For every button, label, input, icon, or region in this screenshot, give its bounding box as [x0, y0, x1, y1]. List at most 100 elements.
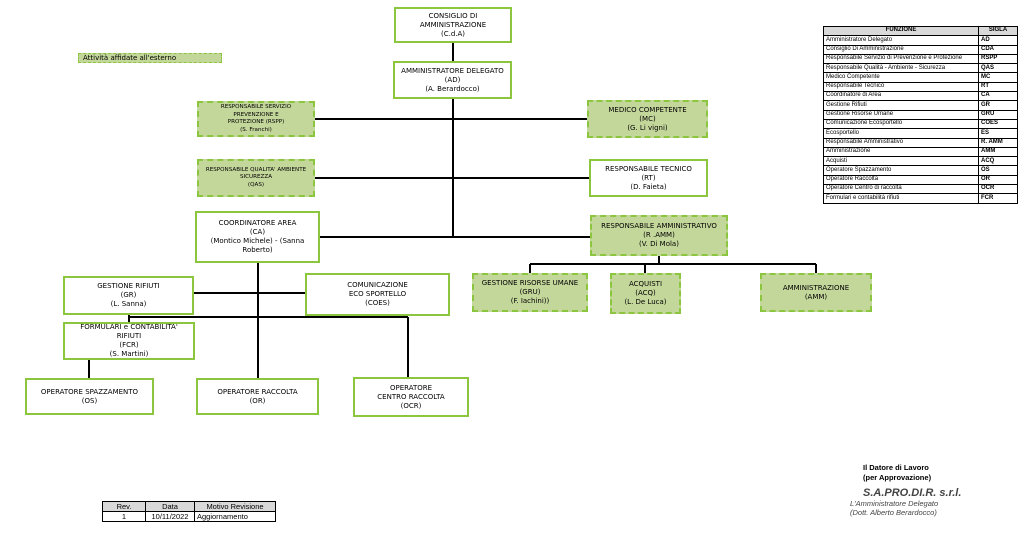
function-code: RSPP [978, 53, 1018, 65]
function-code: RT [978, 81, 1018, 93]
function-code: OR [978, 174, 1018, 186]
node-rt-line1: RESPONSABILE TECNICO [605, 164, 692, 173]
node-mc-line3: (G. Li vigni) [627, 123, 668, 132]
node-gr-line3: (L. Sanna) [110, 300, 147, 308]
node-ramm-line2: (R .AMM) [643, 231, 675, 239]
function-code: ES [978, 128, 1018, 139]
node-fcr: FORMULARI e CONTABILITA' RIFIUTI (FCR) (… [63, 322, 195, 360]
node-gr-line2: (GR) [120, 291, 137, 299]
node-coes-line3: (COES) [365, 299, 390, 307]
node-rt-line2: (RT) [641, 173, 656, 182]
node-amm-line1: AMMINISTRAZIONE [782, 283, 850, 292]
rev-header: Rev. [102, 501, 146, 512]
node-ca: COORDINATORE AREA (CA) (Montico Michele)… [195, 211, 320, 263]
node-qas-line3: (QAS) [247, 181, 265, 188]
function-name: Gestione Risorse Umane [823, 109, 979, 120]
node-ad: AMMINISTRATORE DELEGATO (AD) (A. Berardo… [393, 61, 512, 99]
node-amm: AMMINISTRAZIONE (AMM) [760, 273, 872, 312]
function-name: Consiglio Di Amministrazione [823, 44, 979, 55]
node-os-line2: (OS) [81, 396, 98, 405]
node-rt-line3: (D. Faieta) [630, 182, 667, 191]
function-code: OS [978, 165, 1018, 176]
node-acq-line3: (L. De Luca) [624, 298, 667, 306]
node-mc-line1: MEDICO COMPETENTE [608, 105, 687, 114]
function-name: Formulari e contabilità rifiuti [823, 193, 979, 204]
node-cda: CONSIGLIO DI AMMINISTRAZIONE (C.d.A) [394, 7, 512, 43]
legend-label: Attività affidate all'esterno [83, 54, 177, 62]
function-name: Operatore Raccolta [823, 174, 979, 186]
node-acq-line2: (ACQ) [635, 289, 656, 297]
node-fcr-line3: (S. Martini) [109, 350, 149, 358]
node-ad-line3: (A. Berardocco) [425, 84, 480, 93]
node-fcr-line1: FORMULARI e CONTABILITA' RIFIUTI [80, 323, 178, 340]
node-ocr: OPERATORE CENTRO RACCOLTA (OCR) [353, 377, 469, 417]
node-ocr-line2: CENTRO RACCOLTA [377, 392, 445, 401]
function-code: GRU [978, 109, 1018, 120]
external-activities-legend: Attività affidate all'esterno [78, 53, 222, 63]
node-or-line2: (OR) [249, 396, 266, 405]
node-rspp: RESPONSABILE SERVIZIO PREVENZIONE E PROT… [197, 101, 315, 137]
function-table-row: Responsabile Servizio di Prevenzione e P… [823, 53, 1018, 65]
node-cda-line2: AMMINISTRAZIONE [419, 20, 487, 29]
function-code: OCR [978, 184, 1018, 195]
signatory-name: (Dott. Alberto Berardocco) [850, 508, 937, 517]
node-fcr-line2: (FCR) [119, 341, 139, 349]
node-acq-line1: ACQUISTI [628, 280, 663, 288]
function-name: Responsabile Qualità - Ambiente - Sicure… [823, 63, 979, 74]
revision-row: 1 10/11/2022 Aggiornamento [102, 511, 276, 522]
employer-label: Il Datore di Lavoro [863, 463, 929, 472]
node-coes: COMUNICAZIONE ECO SPORTELLO (COES) [305, 273, 450, 316]
function-name: Ecosportello [823, 128, 979, 139]
node-gru-line1: GESTIONE RISORSE UMANE [481, 279, 579, 287]
node-or: OPERATORE RACCOLTA (OR) [196, 378, 319, 415]
function-name: Coordinatore di Area [823, 91, 979, 102]
function-name: Comunicazione Ecosportello [823, 118, 979, 130]
node-ocr-line1: OPERATORE [389, 383, 433, 392]
node-cda-line3: (C.d.A) [440, 29, 466, 38]
function-table-header: FUNZIONE SIGLA [823, 25, 1018, 37]
node-ca-line1: COORDINATORE AREA [218, 219, 297, 227]
node-coes-line2: ECO SPORTELLO [348, 290, 407, 298]
node-os-line1: OPERATORE SPAZZAMENTO [40, 387, 139, 396]
function-name: Responsabile Tecnico [823, 81, 979, 93]
approval-label: (per Approvazione) [863, 473, 932, 482]
rev-date: 10/11/2022 [145, 511, 195, 522]
company-stamp: S.A.PRO.DI.R. s.r.l. [863, 487, 962, 499]
approval-block: Il Datore di Lavoro (per Approvazione) [863, 463, 931, 483]
function-column-header: FUNZIONE [823, 25, 979, 37]
node-gru: GESTIONE RISORSE UMANE (GRU) (F. Iachini… [472, 273, 588, 312]
function-code: QAS [978, 63, 1018, 74]
node-gru-line3: (F. Iachini)) [510, 297, 550, 305]
reason-header: Motivo Revisione [194, 501, 276, 512]
function-name: Amministrazione [823, 146, 979, 158]
function-code: COES [978, 118, 1018, 130]
function-table-row: Responsabile Qualità - Ambiente - Sicure… [823, 63, 1018, 74]
node-gr-line1: GESTIONE RIFIUTI [97, 282, 160, 290]
signatory-role: L'Amministratore Delegato [850, 499, 939, 508]
node-cda-line1: CONSIGLIO DI [428, 11, 478, 20]
node-rt: RESPONSABILE TECNICO (RT) (D. Faieta) [589, 159, 708, 197]
signatory-block: L'Amministratore Delegato (Dott. Alberto… [850, 499, 938, 517]
function-code: GR [978, 100, 1018, 111]
function-code: AMM [978, 146, 1018, 158]
node-ramm: RESPONSABILE AMMINISTRATIVO (R .AMM) (V.… [590, 215, 728, 256]
node-ocr-line3: (OCR) [400, 401, 422, 410]
function-name: Amministratore Delegato [823, 35, 979, 46]
function-code: FCR [978, 193, 1018, 204]
node-or-line1: OPERATORE RACCOLTA [217, 387, 298, 396]
